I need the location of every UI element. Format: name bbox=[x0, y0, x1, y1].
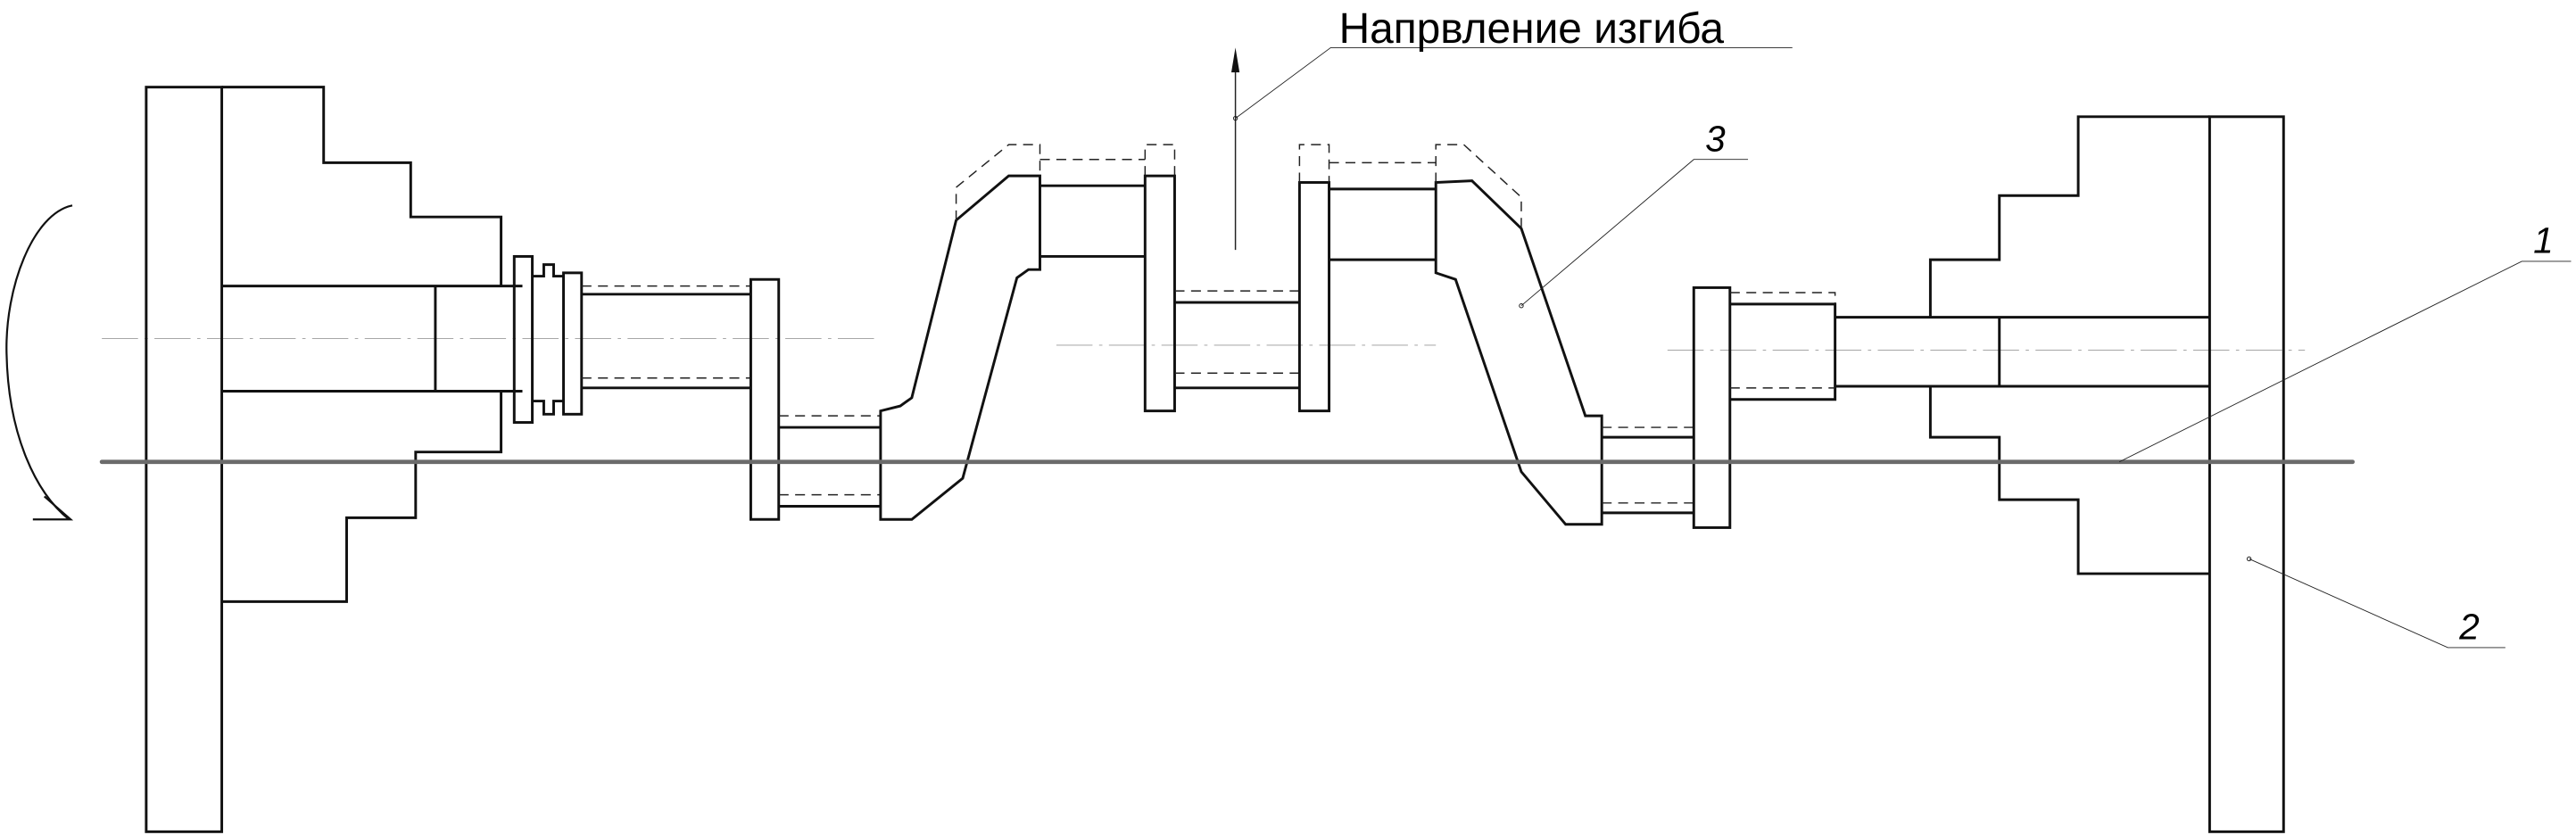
left-flange-disk-2 bbox=[562, 271, 584, 416]
middle-web-right bbox=[1297, 181, 1331, 413]
left-end-web bbox=[749, 277, 781, 521]
bend-direction-arrow-icon bbox=[1230, 47, 1240, 251]
left-main-journal bbox=[581, 293, 751, 390]
crank-web-right bbox=[1434, 179, 1603, 526]
crank-web-left bbox=[879, 174, 1041, 521]
rotation-arrow-icon bbox=[5, 204, 74, 521]
callout-2-number: 2 bbox=[2458, 607, 2480, 648]
middle-web-left bbox=[1143, 174, 1176, 413]
right-shaft bbox=[1729, 302, 2210, 401]
crankpin-2 bbox=[1329, 187, 1437, 261]
left-groove bbox=[532, 263, 564, 416]
bend-direction-leader bbox=[1235, 46, 1793, 120]
right-faceplate bbox=[2207, 115, 2285, 833]
callout-1-number: 1 bbox=[2533, 220, 2554, 261]
crankpin-1 bbox=[1040, 184, 1146, 258]
callout-3-number: 3 bbox=[1705, 118, 1726, 159]
callout-1-leader bbox=[2118, 260, 2572, 463]
left-chuck bbox=[221, 86, 523, 603]
bend-direction-label: Напрвление изгиба bbox=[1339, 5, 1725, 53]
callout-2-leader bbox=[2249, 558, 2506, 649]
rod-journal-2 bbox=[1602, 435, 1694, 515]
callout-3-leader bbox=[1520, 159, 1749, 307]
right-chuck bbox=[1928, 115, 2210, 575]
right-end-web bbox=[1692, 285, 1732, 529]
left-faceplate bbox=[145, 86, 224, 833]
left-flange-disk bbox=[512, 254, 534, 425]
rod-journal-1 bbox=[778, 426, 881, 508]
central-main-journal bbox=[1174, 301, 1300, 390]
